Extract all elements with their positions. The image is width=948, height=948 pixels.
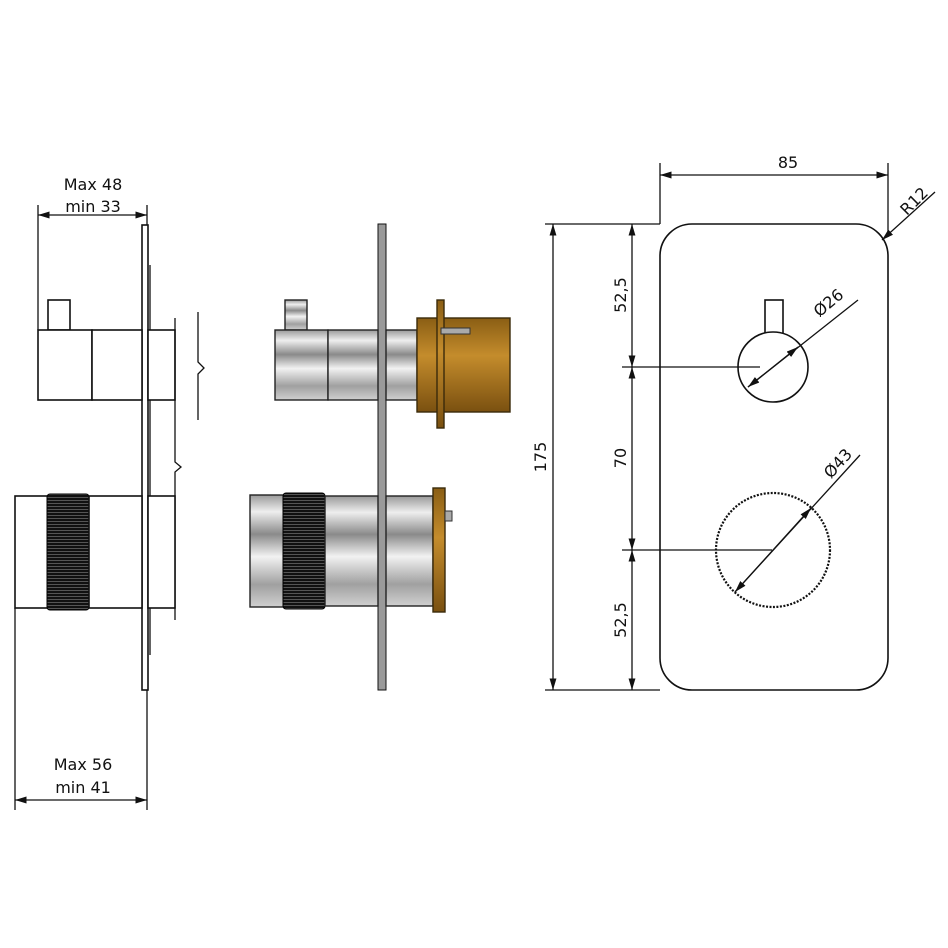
min41-label: min 41 bbox=[55, 778, 111, 797]
small-lever bbox=[284, 299, 308, 331]
min33-label: min 33 bbox=[65, 197, 121, 216]
cover-plate-front bbox=[659, 223, 889, 691]
wall-break-line bbox=[174, 318, 183, 620]
cover-plate bbox=[377, 223, 387, 691]
small-lever-front bbox=[764, 299, 784, 335]
side-view-rendered bbox=[249, 223, 511, 691]
cover-plate bbox=[141, 224, 149, 691]
thermostat-handle bbox=[14, 495, 49, 609]
screw bbox=[440, 327, 471, 335]
max48-label: Max 48 bbox=[64, 175, 123, 194]
spacing-label: 70 bbox=[611, 448, 630, 468]
side-view-outline: Max 48 min 33 Max 56 min 41 bbox=[14, 175, 205, 810]
max56-label: Max 56 bbox=[54, 755, 113, 774]
height-label: 175 bbox=[531, 442, 550, 473]
knurled-ring bbox=[282, 492, 326, 610]
diverter-handle bbox=[274, 329, 329, 401]
top-offset-label: 52,5 bbox=[611, 277, 630, 313]
brass-cartridge-bottom bbox=[432, 487, 446, 613]
diverter-handle bbox=[37, 329, 93, 401]
bottom-offset-label: 52,5 bbox=[611, 602, 630, 638]
thermostat-handle bbox=[249, 494, 286, 608]
front-view: 85 R12 175 52,5 70 52,5 Ø26 Ø43 bbox=[531, 153, 936, 691]
small-lever bbox=[47, 299, 71, 331]
width-label: 85 bbox=[778, 153, 798, 172]
radius-label: R12 bbox=[896, 183, 932, 219]
knurled-ring bbox=[46, 493, 90, 611]
